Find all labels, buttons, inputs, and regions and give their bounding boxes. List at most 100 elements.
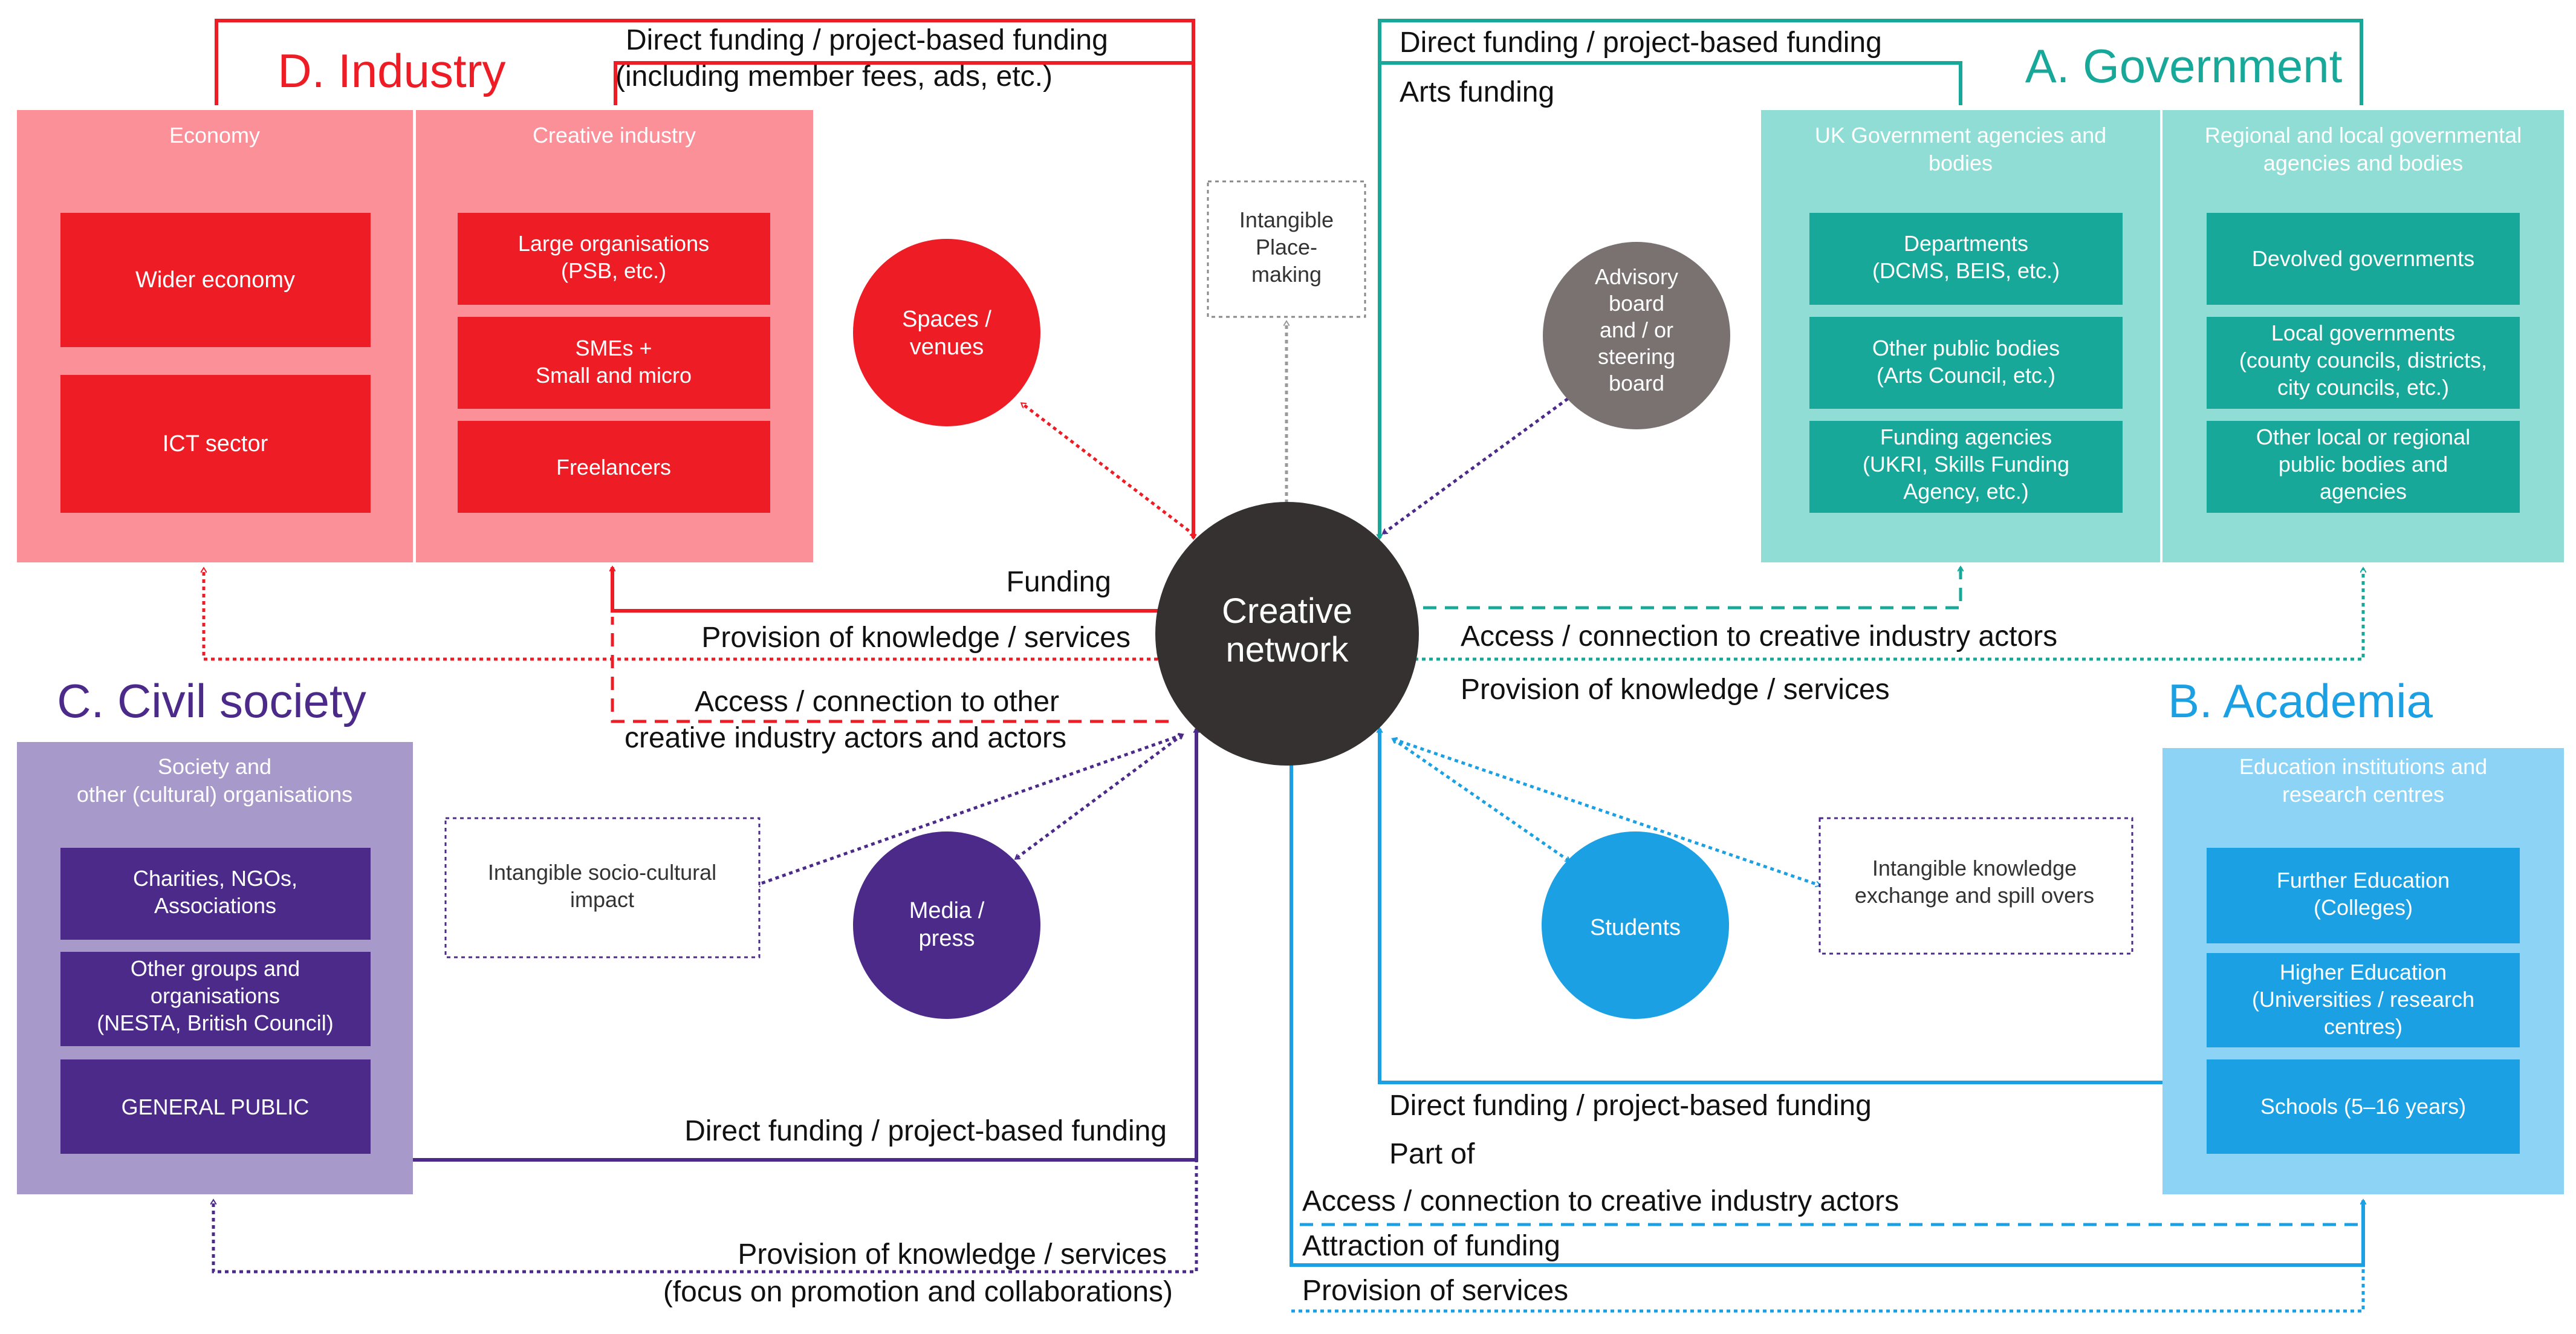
other-public-bodies-line2: (Arts Council, etc.): [1877, 363, 2055, 388]
government-direct-funding-label: Direct funding / project-based funding: [1400, 27, 1882, 59]
government-provision-line: [1415, 568, 2363, 661]
freelancers-label: Freelancers: [556, 455, 671, 480]
creative-network-circle: [1155, 502, 1419, 766]
spaces-venues-circle: [853, 239, 1040, 426]
media-press-line1: Media /: [909, 898, 985, 923]
academia-access-label: Access / connection to creative industry…: [1302, 1185, 1899, 1217]
funding-agencies-line3: Agency, etc.): [1903, 479, 2028, 504]
departments-line2: (DCMS, BEIS, etc.): [1872, 258, 2060, 283]
charities-box: [60, 848, 371, 940]
freelancers-box: [458, 421, 770, 513]
uk-government-header-line2: bodies: [1929, 151, 1993, 175]
wider-economy-box: [60, 213, 371, 347]
industry-member-fees-line: [614, 61, 1193, 105]
advisory-line2: board: [1609, 291, 1664, 316]
schools-box: [2207, 1059, 2520, 1154]
departments-box: [1809, 213, 2123, 305]
local-governments-box: [2207, 317, 2520, 409]
media-press-line2: press: [919, 926, 975, 951]
further-education-line1: Further Education: [2277, 868, 2450, 893]
funding-agencies-line2: (UKRI, Skills Funding: [1863, 452, 2069, 477]
knowledge-exchange-box: [1818, 817, 2133, 955]
sociocultural-line2: impact: [570, 887, 634, 912]
higher-education-line3: centres): [2324, 1014, 2402, 1039]
industry-access-label-line1: Access / connection to other: [695, 686, 1059, 718]
industry-funding-line: [612, 567, 1169, 613]
local-governments-line1: Local governments: [2271, 320, 2455, 345]
creative-network-line2: network: [1225, 630, 1349, 669]
government-access-label: Access / connection to creative industry…: [1461, 620, 2057, 652]
placemaking-box: [1207, 180, 1366, 318]
industry-provision-line: [204, 568, 1158, 661]
higher-education-box: [2207, 953, 2520, 1047]
economy-header: Economy: [169, 123, 260, 148]
academia-title: B. Academia: [2168, 674, 2433, 727]
academia-attraction-label: Attraction of funding: [1302, 1230, 1560, 1262]
funding-agencies-box: [1809, 421, 2123, 513]
placemaking-line1: Intangible: [1239, 207, 1334, 232]
academia-header-line1: Education institutions and: [2239, 754, 2487, 779]
civil-funding-label: Direct funding / project-based funding: [684, 1115, 1167, 1147]
sociocultural-box: [444, 817, 761, 958]
students-link: [1393, 737, 1569, 863]
industry-direct-funding-label: Direct funding / project-based funding: [626, 24, 1108, 56]
large-organisations-box: [458, 213, 770, 305]
industry-provision-label: Provision of knowledge / services: [701, 622, 1131, 654]
advisory-board-circle: [1543, 242, 1730, 429]
civil-society-title: C. Civil society: [57, 674, 366, 727]
government-access-line: [1423, 567, 1961, 610]
departments-line1: Departments: [1904, 231, 2028, 256]
general-public-box: [60, 1059, 371, 1154]
industry-member-fees-label: (including member fees, ads, etc.): [615, 60, 1053, 93]
smes-line1: SMEs +: [575, 336, 652, 360]
students-circle: [1542, 831, 1729, 1019]
devolved-governments-box: [2207, 213, 2520, 305]
academia-funding-line: [1380, 729, 2162, 1084]
other-public-bodies-box: [1809, 317, 2123, 409]
civil-society-header-line2: other (cultural) organisations: [77, 782, 352, 807]
schools-label: Schools (5–16 years): [2260, 1094, 2466, 1119]
other-local-bodies-line1: Other local or regional: [2256, 425, 2470, 449]
knowledge-exchange-line1: Intangible knowledge: [1872, 856, 2077, 880]
spaces-venues-line1: Spaces /: [902, 307, 991, 332]
industry-direct-funding-line: [215, 19, 1193, 538]
spaces-link: [1022, 402, 1195, 536]
media-link: [1016, 733, 1183, 861]
other-local-bodies-line3: agencies: [2320, 479, 2407, 504]
ict-sector-label: ICT sector: [163, 431, 268, 457]
arts-funding-label: Arts funding: [1400, 76, 1554, 108]
general-public-label: GENERAL PUBLIC: [122, 1095, 310, 1119]
placemaking-line3: making: [1251, 262, 1322, 287]
advisory-line4: steering: [1598, 344, 1675, 369]
government-funding-line: [1380, 61, 1962, 538]
other-groups-line1: Other groups and: [131, 956, 300, 981]
spaces-venues-line2: venues: [910, 334, 984, 360]
government-provision-label: Provision of knowledge / services: [1461, 674, 1890, 706]
devolved-governments-label: Devolved governments: [2252, 246, 2474, 271]
other-groups-line2: organisations: [151, 983, 280, 1008]
advisory-line1: Advisory: [1595, 264, 1678, 289]
local-governments-line2: (county councils, districts,: [2239, 348, 2487, 373]
smes-box: [458, 317, 770, 409]
creative-industry-header: Creative industry: [533, 123, 696, 148]
regional-government-header-line2: agencies and bodies: [2263, 151, 2463, 175]
civil-society-header-line1: Society and: [158, 754, 271, 779]
academia-funding-label: Direct funding / project-based funding: [1389, 1090, 1872, 1122]
government-arts-funding-line: [1378, 19, 2363, 105]
large-organisations-line1: Large organisations: [518, 231, 709, 256]
uk-government-header-line1: UK Government agencies and: [1815, 123, 2106, 148]
other-local-bodies-box: [2207, 421, 2520, 513]
ict-sector-box: [60, 375, 371, 513]
higher-education-line2: (Universities / research: [2252, 987, 2474, 1012]
further-education-line2: (Colleges): [2314, 895, 2413, 920]
academia-provision-label: Provision of services: [1302, 1275, 1568, 1307]
advisory-link: [1383, 395, 1572, 535]
civil-provision-line: [213, 738, 1198, 1274]
placemaking-line2: Place-: [1256, 235, 1317, 259]
charities-line2: Associations: [154, 893, 276, 918]
industry-funding-label: Funding: [1007, 566, 1111, 598]
regional-government-header-line1: Regional and local governmental: [2205, 123, 2522, 148]
academia-header-line2: research centres: [2282, 782, 2444, 807]
